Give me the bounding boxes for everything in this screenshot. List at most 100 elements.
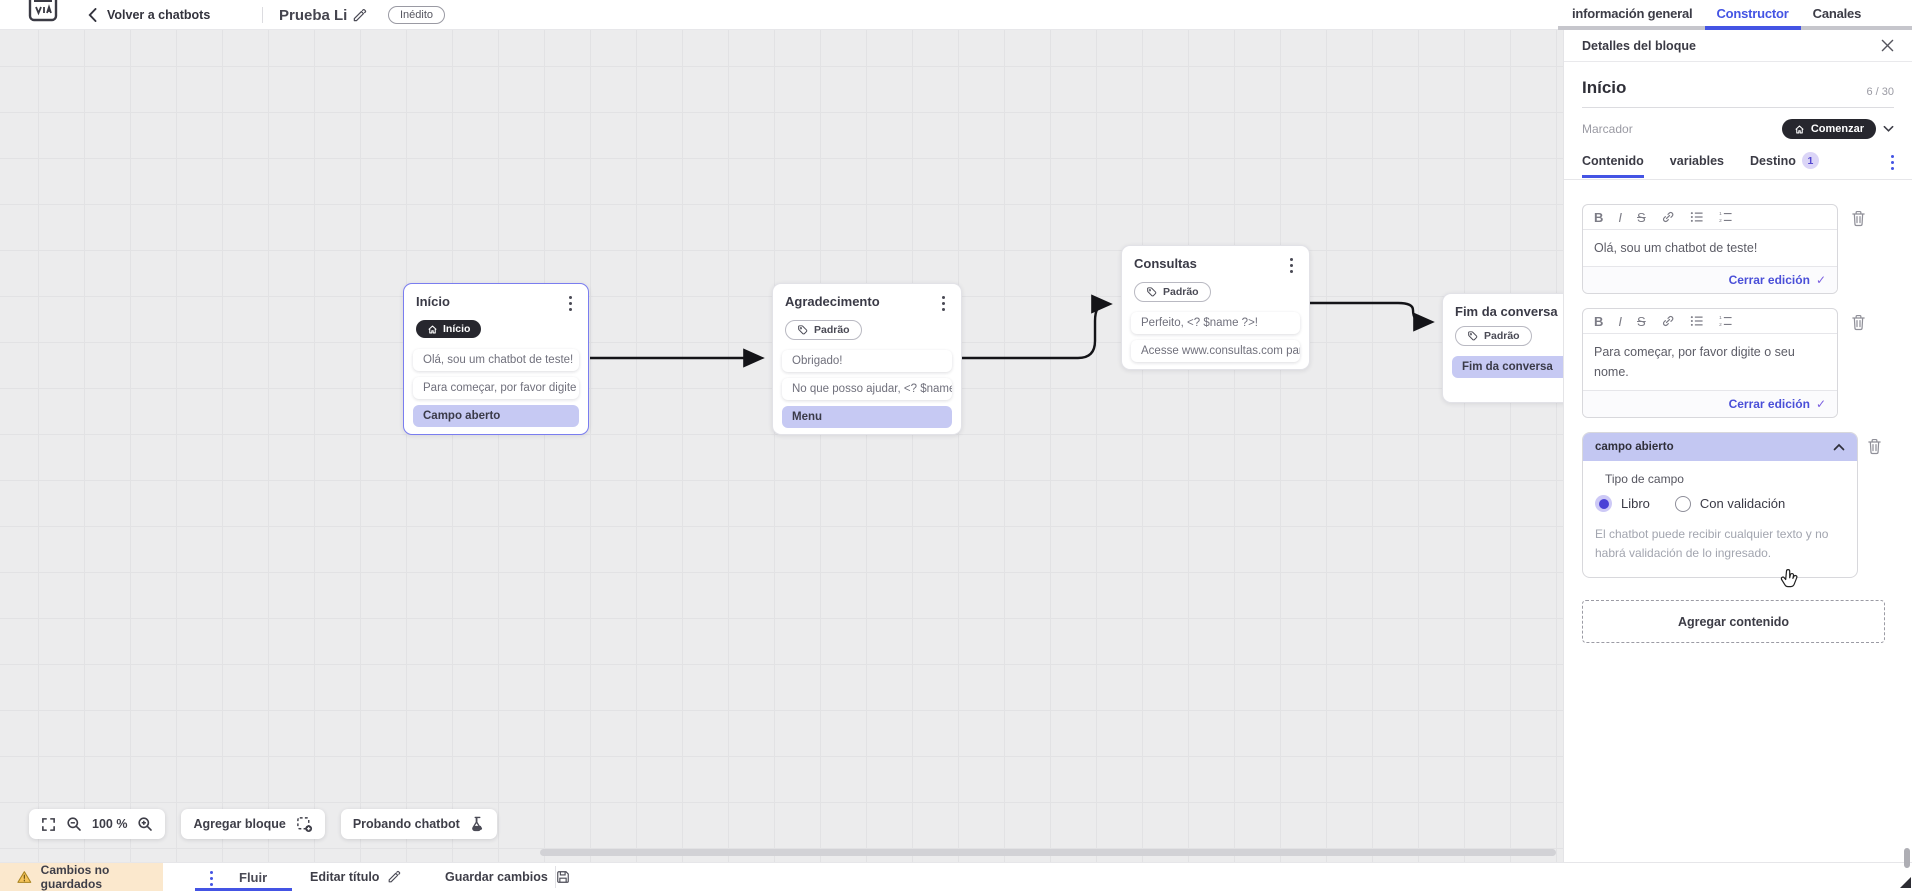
block-message-row[interactable]: Para começar, por favor digite o ...	[413, 376, 579, 399]
top-header: Volver a chatbots Prueba Li Inédito info…	[0, 0, 1912, 30]
block-menu-icon[interactable]	[1286, 256, 1297, 275]
panel-title: Detalles del bloque	[1582, 38, 1696, 53]
delete-content-icon[interactable]	[1851, 210, 1866, 227]
tabs-divider	[1564, 179, 1912, 180]
svg-text:1: 1	[1719, 211, 1722, 216]
message-text[interactable]: Olá, sou um chatbot de teste!	[1594, 241, 1758, 255]
resize-corner[interactable]	[1900, 877, 1911, 888]
connector-consultas-fim	[1310, 301, 1435, 332]
block-message-row[interactable]: Obrigado!	[782, 350, 952, 372]
strikethrough-icon[interactable]: S	[1637, 313, 1646, 329]
block-action-row[interactable]: Campo aberto	[413, 404, 579, 427]
svg-text:2: 2	[1719, 322, 1722, 327]
bottom-bar: Cambios no guardados Fluir Editar título…	[0, 862, 1912, 891]
italic-icon[interactable]: I	[1618, 209, 1623, 225]
block-menu-icon[interactable]	[565, 294, 576, 313]
tab-informacion-general[interactable]: información general	[1572, 5, 1693, 21]
link-icon[interactable]	[1661, 210, 1675, 224]
radio-con-validacion[interactable]	[1674, 495, 1691, 512]
block-menu-icon[interactable]	[938, 294, 949, 313]
add-content-button[interactable]: Agregar contenido	[1582, 600, 1885, 644]
tab-constructor[interactable]: Constructor	[1716, 5, 1789, 21]
flow-menu-icon[interactable]	[206, 869, 217, 888]
close-edit-button[interactable]: Cerrar edición	[1728, 397, 1810, 411]
block-title-input[interactable]: Início	[1582, 78, 1627, 97]
edit-title-button[interactable]: Editar título	[310, 870, 401, 884]
block-consultas[interactable]: Consultas Padrão Perfeito, <? $name ?>! …	[1121, 245, 1310, 370]
block-message-row[interactable]: Perfeito, <? $name ?>!	[1131, 312, 1300, 334]
bold-icon[interactable]: B	[1594, 313, 1604, 329]
link-icon[interactable]	[1661, 314, 1675, 328]
svg-text:1: 1	[1719, 315, 1722, 320]
canvas-horizontal-scrollbar[interactable]	[540, 849, 1556, 856]
flow-connectors	[590, 294, 1435, 368]
block-agradecimento[interactable]: Agradecimento Padrão Obrigado! No que po…	[772, 283, 962, 435]
delete-content-icon[interactable]	[1851, 314, 1866, 331]
field-helper-text: El chatbot puede recibir cualquier texto…	[1595, 527, 1829, 560]
block-action-row[interactable]: Fim da conversa	[1452, 356, 1563, 378]
footer-divider	[555, 866, 556, 888]
flow-canvas[interactable]: Início Início Olá, sou um chatbot de tes…	[0, 30, 1563, 862]
zoom-in-icon[interactable]	[137, 816, 153, 832]
zoom-controls: 100 %	[29, 809, 166, 839]
edit-title-icon[interactable]	[352, 0, 367, 30]
field-type-label: Tipo de campo	[1605, 472, 1684, 486]
tab-fluir[interactable]: Fluir	[239, 870, 268, 885]
tab-variables[interactable]: variables	[1669, 153, 1725, 168]
tab-canales[interactable]: Canales	[1812, 5, 1862, 21]
bullet-list-icon[interactable]	[1690, 315, 1704, 327]
panel-tabs: Contenido variables Destino 1	[1582, 152, 1894, 179]
block-message-row[interactable]: Olá, sou um chatbot de teste!	[413, 348, 579, 371]
radio-con-validacion-label[interactable]: Con validación	[1699, 496, 1786, 511]
block-action-row[interactable]: Menu	[782, 406, 952, 428]
back-to-chatbots[interactable]: Volver a chatbots	[88, 0, 210, 30]
close-edit-button[interactable]: Cerrar edición	[1728, 273, 1810, 287]
check-icon: ✓	[1815, 397, 1826, 411]
add-block-button[interactable]: Agregar bloque	[181, 809, 325, 839]
save-icon	[557, 871, 569, 883]
save-changes-button[interactable]: Guardar cambios	[445, 870, 570, 884]
tab-contenido[interactable]: Contenido	[1582, 154, 1644, 178]
block-message-row[interactable]: No que posso ajudar, <? $name ...	[782, 378, 952, 400]
default-badge: Padrão	[1134, 282, 1211, 302]
close-panel-icon[interactable]	[1881, 39, 1894, 52]
test-chatbot-button[interactable]: Probando chatbot	[340, 809, 497, 839]
block-details-panel: Detalles del bloque Início 6 / 30 Marcad…	[1563, 30, 1912, 862]
block-inicio[interactable]: Início Início Olá, sou um chatbot de tes…	[403, 283, 589, 435]
marker-select[interactable]: Comenzar	[1781, 119, 1876, 139]
fullscreen-icon[interactable]	[41, 817, 56, 832]
main-tabs: información general Constructor Canales	[1572, 0, 1861, 26]
chevron-up-icon	[1833, 443, 1845, 451]
block-message-row[interactable]: Acesse www.consultas.com par...	[1131, 340, 1300, 362]
chevron-down-icon[interactable]	[1883, 125, 1894, 133]
connector-agradecimento-consultas	[962, 294, 1113, 360]
radio-libro-label[interactable]: Libro	[1621, 496, 1650, 511]
tag-icon	[1468, 331, 1478, 341]
block-title: Início	[416, 294, 450, 309]
bullet-list-icon[interactable]	[1690, 211, 1704, 223]
strikethrough-icon[interactable]: S	[1637, 209, 1646, 225]
open-field-header[interactable]: campo abierto	[1583, 433, 1857, 461]
message-text[interactable]: Para começar, por favor digite o seu nom…	[1594, 345, 1795, 379]
default-badge: Padrão	[785, 320, 862, 340]
italic-icon[interactable]: I	[1618, 313, 1623, 329]
pencil-icon	[389, 870, 401, 883]
block-title: Fim da conversa	[1455, 304, 1558, 319]
delete-content-icon[interactable]	[1867, 438, 1882, 455]
bold-icon[interactable]: B	[1594, 209, 1604, 225]
block-fim-da-conversa[interactable]: Fim da conversa Padrão Fim da conversa	[1442, 293, 1563, 403]
marker-label: Marcador	[1582, 122, 1633, 136]
tab-destino[interactable]: Destino 1	[1750, 152, 1819, 179]
panel-menu-icon[interactable]	[1887, 153, 1898, 172]
zoom-out-icon[interactable]	[66, 816, 82, 832]
back-label: Volver a chatbots	[107, 8, 211, 22]
block-title-field[interactable]: Início 6 / 30	[1582, 78, 1894, 108]
radio-libro[interactable]	[1595, 495, 1612, 512]
panel-scrollbar[interactable]	[1904, 848, 1910, 868]
